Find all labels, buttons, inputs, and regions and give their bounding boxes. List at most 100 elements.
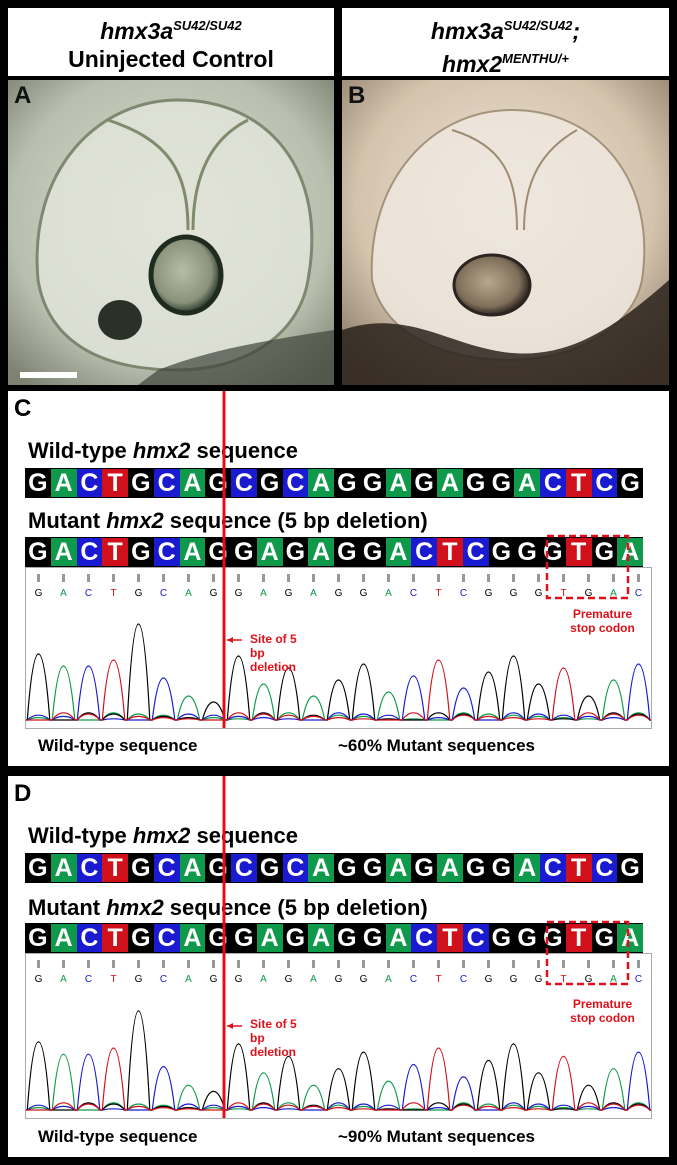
base-G-23: G — [617, 854, 643, 882]
mut-heading-d-post: sequence (5 bp deletion) — [163, 895, 428, 920]
stop-note-c: Premature stop codon — [570, 607, 635, 635]
photo-a: A — [8, 80, 334, 385]
base-T-21: T — [565, 854, 592, 882]
base-G-18: G — [488, 538, 515, 566]
base-G-17: G — [462, 854, 489, 882]
base-G-7: G — [205, 538, 231, 566]
call-letter-0: G — [35, 588, 43, 599]
title-left: hmx3aSU42/SU42 Uninjected Control — [8, 8, 334, 76]
base-A-1: A — [50, 469, 77, 497]
call-tick-24 — [637, 960, 640, 968]
base-C-5: C — [153, 538, 180, 566]
mut-heading-d-pre: Mutant — [28, 895, 107, 920]
base-A-6: A — [179, 924, 206, 952]
call-tick-23 — [612, 960, 615, 968]
call-tick-3 — [112, 574, 115, 582]
title-left-allele: SU42/SU42 — [173, 18, 242, 33]
call-letter-4: G — [135, 974, 143, 985]
trace-G — [26, 623, 651, 721]
call-letter-10: G — [285, 588, 293, 599]
call-letter-22: G — [585, 588, 593, 599]
base-A-11: A — [308, 469, 334, 497]
trace-G — [26, 1010, 651, 1111]
call-letter-6: A — [185, 974, 192, 985]
photo-b: B — [342, 80, 669, 385]
base-T-3: T — [102, 469, 128, 497]
call-letter-24: C — [635, 588, 642, 599]
base-G-20: G — [540, 538, 566, 566]
call-letter-10: G — [285, 974, 293, 985]
wt-heading-c: Wild-type hmx2 sequence — [28, 438, 298, 464]
call-tick-6 — [187, 960, 190, 968]
base-A-11: A — [308, 854, 334, 882]
deletion-note-d: Site of 5 bp deletion — [250, 1017, 297, 1059]
call-tick-23 — [612, 574, 615, 582]
base-A-14: A — [385, 538, 412, 566]
call-tick-2 — [87, 960, 90, 968]
call-tick-6 — [187, 574, 190, 582]
call-tick-9 — [262, 574, 265, 582]
call-letter-12: G — [335, 588, 343, 599]
base-C-2: C — [76, 538, 103, 566]
base-G-0: G — [25, 924, 51, 952]
base-T-3: T — [102, 924, 128, 952]
call-letter-20: G — [535, 974, 543, 985]
call-letter-5: C — [160, 588, 167, 599]
call-letter-23: A — [610, 974, 617, 985]
trace-T — [26, 659, 651, 721]
base-G-0: G — [25, 469, 51, 497]
call-tick-11 — [312, 574, 315, 582]
base-T-21: T — [565, 469, 592, 497]
deletion-arrowhead — [227, 1023, 233, 1029]
base-G-12: G — [334, 469, 360, 497]
mut-heading-c-pre: Mutant — [28, 508, 107, 533]
base-G-13: G — [359, 538, 386, 566]
mut-heading-c-post: sequence (5 bp deletion) — [163, 508, 428, 533]
base-G-7: G — [205, 854, 231, 882]
call-letter-11: A — [310, 974, 317, 985]
base-C-8: C — [231, 854, 257, 882]
call-tick-22 — [587, 574, 590, 582]
base-G-4: G — [128, 469, 154, 497]
base-G-13: G — [359, 854, 386, 882]
scale-bar — [20, 372, 77, 378]
mut-heading-c: Mutant hmx2 sequence (5 bp deletion) — [28, 508, 428, 534]
call-tick-3 — [112, 960, 115, 968]
base-A-14: A — [385, 469, 412, 497]
base-A-9: A — [256, 924, 283, 952]
call-letter-15: C — [410, 974, 417, 985]
base-A-16: A — [437, 854, 463, 882]
call-tick-15 — [412, 960, 415, 968]
base-G-4: G — [128, 924, 154, 952]
call-letter-9: A — [260, 588, 267, 599]
call-letter-22: G — [585, 974, 593, 985]
caption-left-c: Wild-type sequence — [38, 736, 198, 755]
base-C-8: C — [231, 469, 257, 497]
call-letter-11: A — [310, 588, 317, 599]
call-letter-6: A — [185, 588, 192, 599]
base-A-9: A — [256, 538, 283, 566]
base-G-13: G — [359, 469, 386, 497]
base-C-2: C — [76, 469, 103, 497]
base-G-4: G — [128, 538, 154, 566]
call-tick-8 — [237, 960, 240, 968]
base-C-22: C — [591, 469, 618, 497]
deletion-note-c: Site of 5 bp deletion — [250, 632, 297, 674]
title-right-allele2: MENTHU/+ — [502, 51, 569, 66]
call-tick-8 — [237, 574, 240, 582]
base-G-8: G — [231, 924, 257, 952]
base-C-10: C — [282, 854, 309, 882]
stop-codon-box — [545, 534, 630, 600]
photo-a-image — [8, 80, 334, 385]
trace-C — [26, 663, 651, 721]
stop-codon-box — [545, 920, 630, 986]
wt-heading-d-pre: Wild-type — [28, 823, 133, 848]
base-C-5: C — [153, 469, 180, 497]
call-tick-1 — [62, 574, 65, 582]
